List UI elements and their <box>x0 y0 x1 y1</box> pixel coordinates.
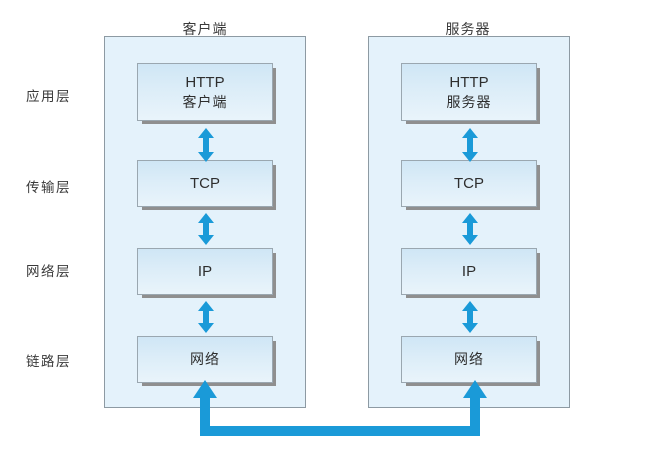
box-line-primary: IP <box>461 262 477 280</box>
server-arrow-network-link <box>459 301 481 333</box>
box-line-secondary: 服务器 <box>446 93 492 110</box>
client-box-http-client[interactable]: HTTP 客户端 <box>137 63 273 121</box>
server-panel-title: 服务器 <box>445 21 491 37</box>
server-box-ip[interactable]: IP <box>401 248 537 295</box>
physical-network-link-connector <box>185 380 495 444</box>
server-arrow-app-transport <box>459 128 481 162</box>
server-arrow-transport-network <box>459 213 481 245</box>
client-arrow-network-link <box>195 301 217 333</box>
server-box-http-server[interactable]: HTTP 服务器 <box>401 63 537 121</box>
client-arrow-app-transport <box>195 128 217 162</box>
layer-label-transport: 传输层 <box>26 180 71 195</box>
box-line-primary: TCP <box>190 174 220 192</box>
server-box-tcp[interactable]: TCP <box>401 160 537 207</box>
layer-label-application: 应用层 <box>26 89 71 104</box>
box-line-primary: HTTP <box>185 73 225 91</box>
box-line-primary: 网络 <box>190 351 220 368</box>
box-line-primary: IP <box>197 262 213 280</box>
client-arrow-transport-network <box>195 213 217 245</box>
box-line-primary: TCP <box>454 174 484 192</box>
box-line-primary: 网络 <box>454 351 484 368</box>
client-panel-title: 客户端 <box>182 21 228 37</box>
layer-label-network: 网络层 <box>26 264 71 279</box>
client-box-ip[interactable]: IP <box>137 248 273 295</box>
client-box-network[interactable]: 网络 <box>137 336 273 383</box>
layer-label-link: 链路层 <box>26 354 71 369</box>
server-box-network[interactable]: 网络 <box>401 336 537 383</box>
box-line-primary: HTTP <box>449 73 489 91</box>
box-line-secondary: 客户端 <box>182 93 228 110</box>
client-box-tcp[interactable]: TCP <box>137 160 273 207</box>
